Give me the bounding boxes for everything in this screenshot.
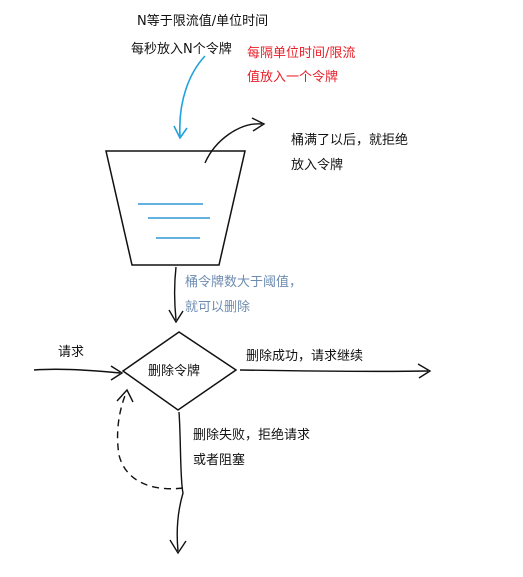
threshold-note-line2: 就可以删除 [185,300,251,315]
failure-note-line2: 或者阻塞 [193,453,246,468]
bucket-outline [105,150,246,266]
refill-note-line2: 值放入一个令牌 [247,70,339,85]
rate-rule-line2: 每秒放入N个令牌 [131,42,232,57]
rate-rule-line1: N等于限流值/单位时间 [137,14,269,29]
retry-loop-arrow [116,392,184,490]
success-arrowhead [417,363,432,379]
overflow-arrowhead [251,117,266,132]
overflow-note-line1: 桶满了以后，就拒绝 [291,133,409,148]
failure-note-line1: 删除失败，拒绝请求 [193,428,311,443]
token-inflow-arrowhead [173,125,188,140]
failure-arrow [176,411,184,552]
request-label: 请求 [58,345,85,360]
bucket-to-decision-arrowhead [168,309,184,324]
threshold-note-line1: 桶令牌数大于阈值， [185,275,303,290]
token-inflow-arrow [179,55,206,137]
overflow-note-line2: 放入令牌 [291,158,344,173]
failure-arrowhead [169,539,187,555]
success-label: 删除成功，请求继续 [246,349,364,364]
success-arrow [239,369,429,373]
refill-note-line1: 每隔单位时间/限流 [247,46,356,61]
request-arrow [33,368,121,374]
decision-label: 删除令牌 [148,364,201,379]
decision-diamond [121,331,238,411]
request-arrowhead [110,365,124,381]
bucket-to-decision-arrow [173,266,177,321]
overflow-arrow [204,123,263,164]
retry-loop-arrowhead [116,388,134,403]
